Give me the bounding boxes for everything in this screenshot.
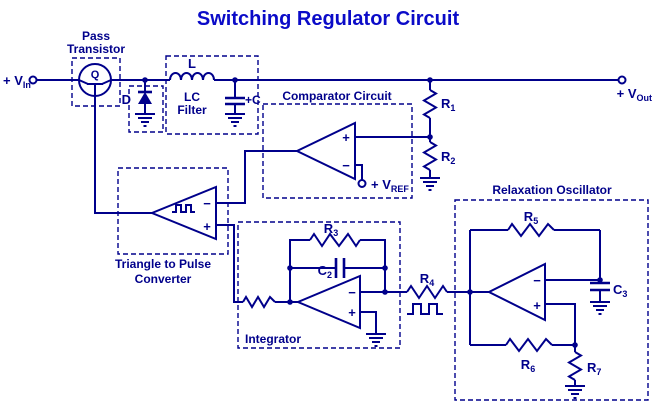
lc-filter-label-2: Filter <box>177 103 207 117</box>
r2-label: R2 <box>441 149 455 166</box>
inductor-icon <box>169 72 215 81</box>
opamp-plus-sign: + <box>203 219 211 234</box>
opamp-icon <box>486 262 546 322</box>
square-wave-icon <box>172 204 195 213</box>
integrator-label: Integrator <box>245 332 301 346</box>
opamp-icon <box>294 121 356 181</box>
c3-label: C3 <box>613 282 627 299</box>
resistor-r4-icon <box>406 284 448 300</box>
r4-label: R4 <box>420 271 434 288</box>
comparator-circuit: Comparator Circuit + − <box>282 89 392 181</box>
ground-icon <box>589 301 611 315</box>
v-out-label: + VOut <box>617 86 652 103</box>
opamp-minus-sign: − <box>533 273 541 288</box>
capacitor-icon <box>225 96 245 106</box>
v-out-terminal: + VOut <box>617 75 652 103</box>
ground-icon <box>134 113 156 127</box>
capacitor-label: +C <box>245 93 261 107</box>
page-title: Switching Regulator Circuit <box>197 8 460 30</box>
ground-icon <box>419 177 441 191</box>
freewheel-diode: D <box>122 90 152 107</box>
opamp-minus-sign: − <box>203 196 211 211</box>
r7-label: R7 <box>587 360 601 377</box>
integrator: − + R3 C2 Integrator <box>242 221 361 346</box>
ground-symbols <box>134 113 611 399</box>
oscillator-label: Relaxation Oscillator <box>492 183 612 197</box>
feedback-divider: R1 R2 <box>422 89 455 171</box>
resistor-r3-icon <box>309 232 361 248</box>
terminal-icon <box>28 75 38 85</box>
opamp-icon <box>295 274 361 330</box>
lc-filter-label-1: LC <box>184 90 200 104</box>
diode-icon <box>138 92 152 104</box>
square-wave-icon <box>407 303 443 315</box>
opamp-plus-sign: + <box>533 298 541 313</box>
ground-icon <box>564 385 586 399</box>
terminal-icon <box>357 179 367 188</box>
v-in-terminal: + VIn <box>3 73 38 90</box>
opamp-minus-sign: − <box>348 285 356 300</box>
capacitor-c2-icon <box>334 258 346 278</box>
junction-dots <box>142 77 603 348</box>
opamp-plus-sign: + <box>348 305 356 320</box>
lc-filter-box <box>165 55 259 135</box>
triangle-to-pulse-converter: − + Triangle to Pulse Converter <box>115 185 217 286</box>
c2-label: C2 <box>318 263 332 280</box>
resistor-unlabeled-icon <box>242 295 276 309</box>
opamp-minus-sign: − <box>342 158 350 173</box>
pass-transistor: Pass Transistor Q <box>67 29 125 97</box>
converter-label-1: Triangle to Pulse <box>115 257 211 271</box>
resistor-r1-icon <box>422 89 438 119</box>
converter-box <box>117 167 229 255</box>
r1-label: R1 <box>441 96 455 113</box>
ground-icon <box>365 333 387 347</box>
comparator-label: Comparator Circuit <box>282 89 391 103</box>
inductor-label: L <box>188 56 196 71</box>
v-ref-label: + VREF <box>371 177 409 194</box>
diode-label: D <box>122 92 131 107</box>
comparator-box <box>262 103 413 199</box>
v-in-label: + VIn <box>3 73 31 90</box>
opamp-plus-sign: + <box>342 130 350 145</box>
capacitor-c3-icon <box>590 281 610 292</box>
converter-label-2: Converter <box>135 272 192 286</box>
resistor-r6-icon <box>505 337 553 353</box>
v-ref-terminal: + VREF <box>357 177 409 194</box>
resistor-r5-icon <box>507 222 555 238</box>
r3-label: R3 <box>324 221 338 238</box>
lc-filter: L LC Filter +C <box>169 56 261 117</box>
r5-label: R5 <box>524 209 538 226</box>
relaxation-oscillator: Relaxation Oscillator − + R5 C3 R6 R7 <box>486 183 627 381</box>
resistor-r2-icon <box>422 141 438 171</box>
oscillator-box <box>454 199 649 401</box>
wires <box>36 79 619 386</box>
pass-transistor-label-1: Pass <box>82 29 110 43</box>
terminal-icon <box>617 75 627 85</box>
integrator-box <box>237 221 401 349</box>
transistor-designator: Q <box>91 69 100 81</box>
ground-icon <box>224 113 246 127</box>
pass-transistor-label-2: Transistor <box>67 42 125 56</box>
resistor-r7-icon <box>567 351 583 381</box>
r4-link: R4 <box>406 271 448 315</box>
r6-label: R6 <box>521 357 535 374</box>
